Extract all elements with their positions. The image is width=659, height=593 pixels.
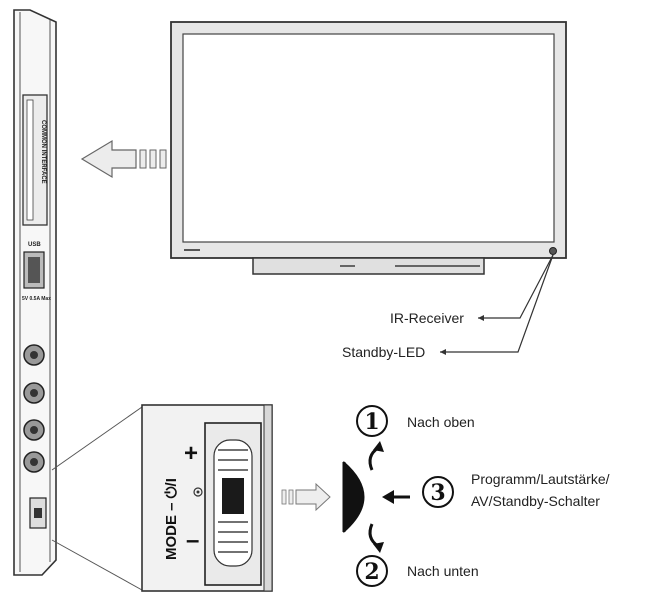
step-2-number: 2 — [364, 559, 379, 585]
arrow-left-icon — [80, 139, 167, 179]
step-3: 3 Programm/Lautstärke/ AV/Standby-Schalt… — [422, 471, 610, 509]
step-2: 2 Nach unten — [356, 555, 479, 587]
tv-front — [170, 21, 567, 275]
zoom-lines — [51, 406, 143, 591]
callout-lines — [440, 254, 554, 355]
usb-label: USB — [28, 242, 41, 248]
plus-label: + — [184, 440, 198, 467]
control-zoom-panel: MODE – ⏻/I + – — [141, 404, 273, 592]
common-interface-label: COMMON INTERFACE — [40, 120, 46, 184]
step-3-label-line2: AV/Standby-Schalter — [471, 493, 600, 509]
usb-port: USB 5V 0.5A Max — [22, 242, 51, 302]
mode-label: MODE – ⏻/I — [163, 478, 180, 560]
step-1: 1 Nach oben — [356, 405, 475, 437]
standby-led-label: Standby-LED — [342, 344, 425, 360]
step-1-label: Nach oben — [407, 414, 475, 430]
step-3-label-line1: Programm/Lautstärke/ — [471, 471, 610, 487]
common-interface-slot: COMMON INTERFACE — [22, 94, 48, 226]
step-2-label: Nach unten — [407, 563, 479, 579]
step-3-number: 3 — [430, 480, 445, 506]
step-1-number: 1 — [364, 409, 379, 435]
usb-sub-label: 5V 0.5A Max — [22, 296, 51, 302]
arrow-right-icon — [281, 482, 331, 512]
ir-receiver-label: IR-Receiver — [390, 310, 464, 326]
rocker-switch-small — [29, 497, 47, 529]
ir-sensor-icon — [549, 247, 557, 255]
rocker-switch-icon — [204, 422, 262, 586]
tv-side-panel: COMMON INTERFACE USB 5V 0.5A Max — [13, 9, 57, 576]
rocker-side-view — [342, 441, 410, 553]
av-jacks — [23, 344, 45, 473]
minus-label: – — [186, 527, 199, 554]
led-icon — [193, 487, 203, 497]
